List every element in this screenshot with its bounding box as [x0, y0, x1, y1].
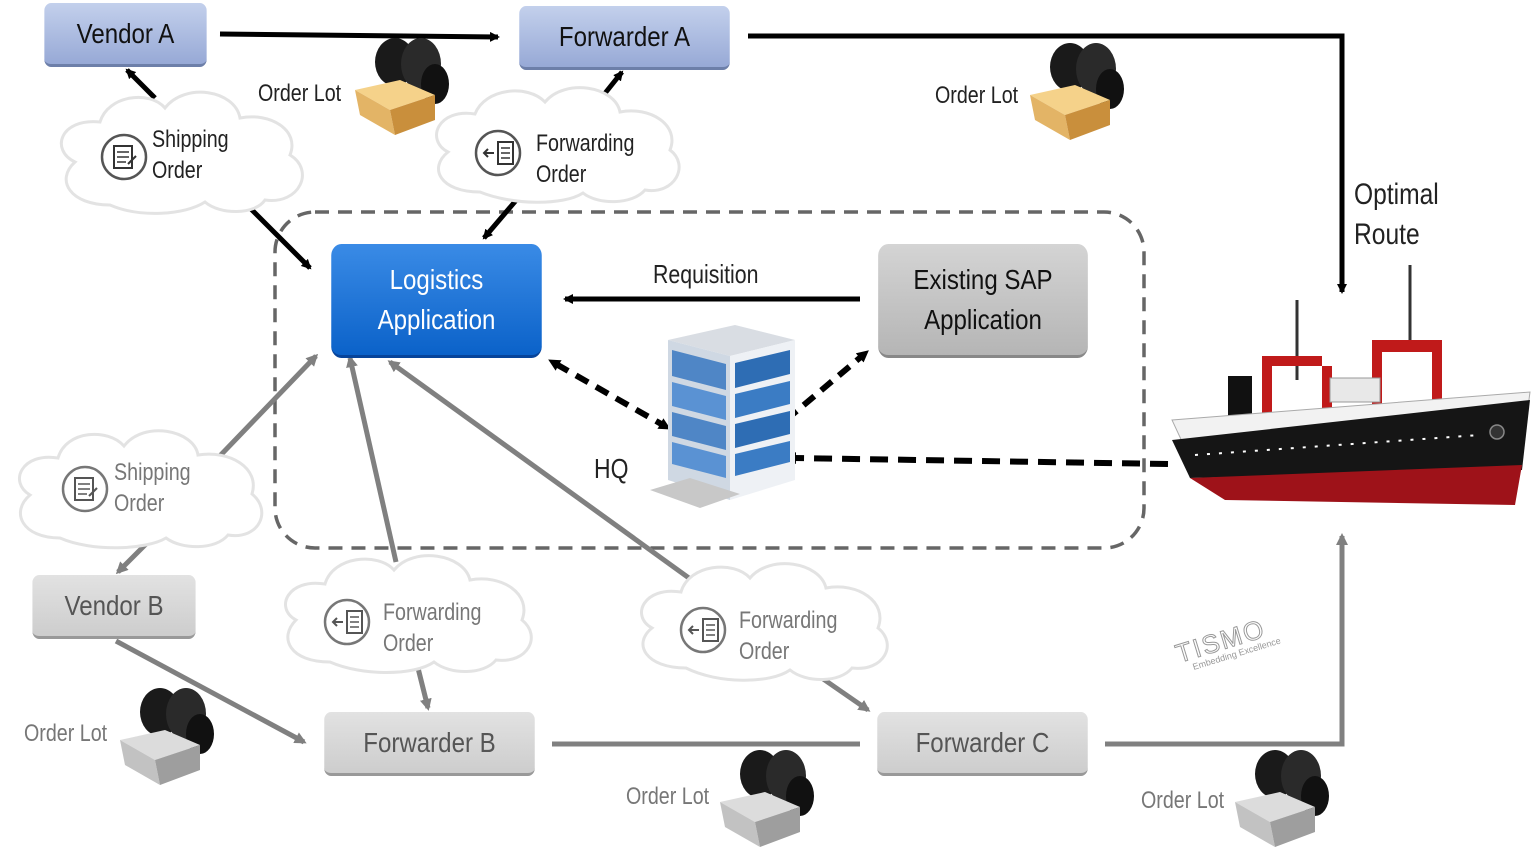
forwarder-b-label: Forwarder B: [363, 726, 496, 758]
order-lot-box-icon: [355, 38, 449, 135]
order-lot-box-icon: [1235, 750, 1329, 847]
order-lot-box-icon: [120, 688, 214, 785]
arrow-cloud-to-logistics: [243, 201, 312, 270]
sap-label-line2: Application: [924, 303, 1042, 335]
ship-icon: [1171, 265, 1531, 505]
forwarder-b-box[interactable]: Forwarder B: [324, 712, 535, 776]
cloud-shipping-order-b: [18, 429, 264, 550]
order-lot-box-icon: [720, 750, 814, 847]
cloud-shipping-order-a: [59, 90, 304, 215]
arrow-cloud-to-forwarder-b: [415, 667, 432, 711]
existing-sap-application-box[interactable]: Existing SAP Application: [878, 244, 1088, 358]
vendor-a-label: Vendor A: [76, 17, 175, 49]
forwarder-c-box[interactable]: Forwarder C: [877, 712, 1088, 776]
order-lot-label: Order Lot: [626, 783, 710, 810]
arrow-vendor-a-to-forwarder-a: [219, 31, 500, 42]
logistics-application-box[interactable]: Logistics Application: [331, 244, 542, 358]
hq-boundary: [273, 210, 1146, 550]
document-icon: [100, 133, 148, 181]
order-lot-label: Order Lot: [24, 720, 108, 747]
order-lot-box-icon: [1030, 43, 1124, 140]
hq-building-icon: [650, 325, 795, 508]
order-lot-label: Order Lot: [258, 80, 342, 107]
vendor-b-label: Vendor B: [64, 589, 164, 621]
arrow-logistics-hq: [548, 359, 671, 430]
arrow-forwarder-a-to-ship: [748, 33, 1347, 294]
vendor-a-box[interactable]: Vendor A: [44, 3, 207, 67]
arrow-hq-sap: [784, 350, 869, 423]
arrow-forwarder-c-cloud-to-logistics: [387, 359, 702, 589]
logistics-label-line2: Application: [377, 303, 496, 335]
arrow-ship-to-hq: [784, 452, 1169, 467]
forward-document-icon: [679, 606, 727, 654]
forward-document-icon: [474, 129, 522, 177]
arrow-vendor-b-to-forwarder-b: [114, 638, 307, 745]
order-lot-label: Order Lot: [1141, 787, 1225, 814]
hq-label: HQ: [594, 453, 629, 484]
requisition-label: Requisition: [653, 259, 759, 289]
arrow-cloud-to-vendor-a: [125, 68, 157, 100]
document-icon: [61, 465, 109, 513]
forwarder-a-label: Forwarder A: [558, 20, 691, 52]
arrow-forwarder-b-cloud-to-logistics: [346, 355, 399, 563]
arrow-forwarder-c-to-ship: [1105, 533, 1348, 747]
forwarder-c-label: Forwarder C: [915, 726, 1050, 758]
sap-label-line1: Existing SAP: [913, 263, 1053, 295]
logistics-label-line1: Logistics: [389, 263, 484, 295]
vendor-b-box[interactable]: Vendor B: [32, 575, 196, 639]
order-lot-label: Order Lot: [935, 82, 1019, 109]
arrow-cloud-b-to-logistics: [212, 353, 319, 464]
forwarder-a-box[interactable]: Forwarder A: [519, 6, 730, 70]
optimal-route-label: Optimal Route: [1354, 178, 1439, 251]
forward-document-icon: [323, 598, 371, 646]
